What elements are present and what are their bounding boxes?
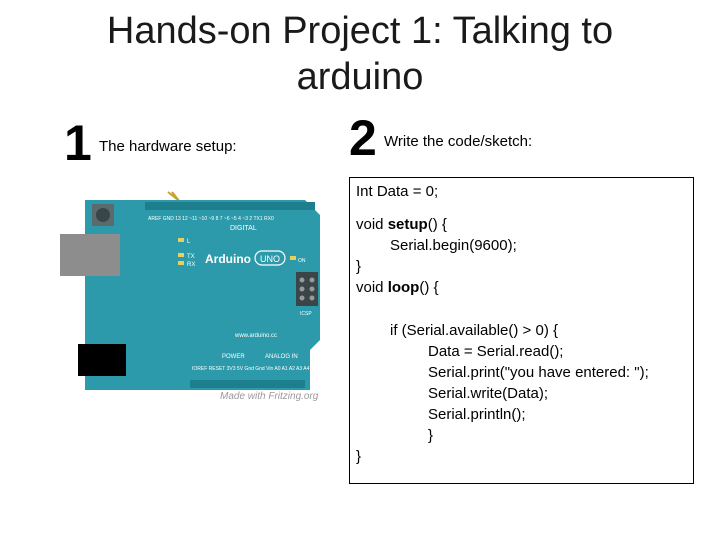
fritzing-credit: Made with Fritzing.org xyxy=(220,391,319,402)
digital-header xyxy=(145,202,315,210)
code-line: Int Data = 0; xyxy=(356,183,439,200)
code-line: } xyxy=(356,448,362,465)
icsp-header-icon xyxy=(296,272,318,306)
led-l-icon xyxy=(178,238,184,242)
analog-label: ANALOG IN xyxy=(265,354,298,360)
arduino-board-illustration: AREF GND 13 12 ~11 ~10 ~9 8 7 ~6 ~5 4 ~3… xyxy=(60,191,320,402)
icsp-label: ICSP xyxy=(300,311,312,317)
led-tx-icon xyxy=(178,253,184,257)
on-label: ON xyxy=(298,258,306,264)
rx-label: RX xyxy=(187,262,195,268)
step-1-label: The hardware setup: xyxy=(99,138,237,155)
slide-title: Hands-on Project 1: Talking to arduino xyxy=(106,10,614,98)
code-line: } xyxy=(356,258,362,275)
usb-connector-icon xyxy=(60,234,120,276)
pin-top-labels: AREF GND 13 12 ~11 ~10 ~9 8 7 ~6 ~5 4 ~3… xyxy=(148,216,274,222)
power-label: POWER xyxy=(222,354,245,360)
power-header xyxy=(190,380,305,388)
step-2-number: 2 xyxy=(349,110,377,166)
code-sketch-box: Int Data = 0; void setup() { Serial.begi… xyxy=(349,177,694,484)
led-rx-icon xyxy=(178,261,184,265)
l-label: L xyxy=(187,239,191,245)
code-line: void setup() { xyxy=(356,216,447,233)
code-line: Serial.begin(9600); xyxy=(390,237,517,254)
code-line: void loop() { xyxy=(356,279,439,296)
brand-label: Arduino xyxy=(205,252,251,266)
pin-bottom-labels: IOREF RESET 3V3 5V Gnd Gnd Vin A0 A1 A2 … xyxy=(192,366,317,372)
board-body xyxy=(85,200,320,390)
code-line: if (Serial.available() > 0) { xyxy=(390,322,558,339)
led-on-icon xyxy=(290,256,296,260)
site-label: www.arduino.cc xyxy=(234,333,277,339)
step-2-label: Write the code/sketch: xyxy=(384,133,533,150)
code-line: Data = Serial.read(); xyxy=(428,343,564,360)
code-line: Serial.print("you have entered: "); xyxy=(428,364,649,381)
model-label: UNO xyxy=(260,254,280,264)
tx-label: TX xyxy=(187,254,195,260)
code-line: } xyxy=(428,427,434,444)
code-line: Serial.write(Data); xyxy=(428,385,549,402)
step-1-number: 1 xyxy=(64,115,92,171)
digital-label: DIGITAL xyxy=(230,225,257,232)
code-line: Serial.println(); xyxy=(428,406,526,423)
power-jack-icon xyxy=(78,344,126,376)
